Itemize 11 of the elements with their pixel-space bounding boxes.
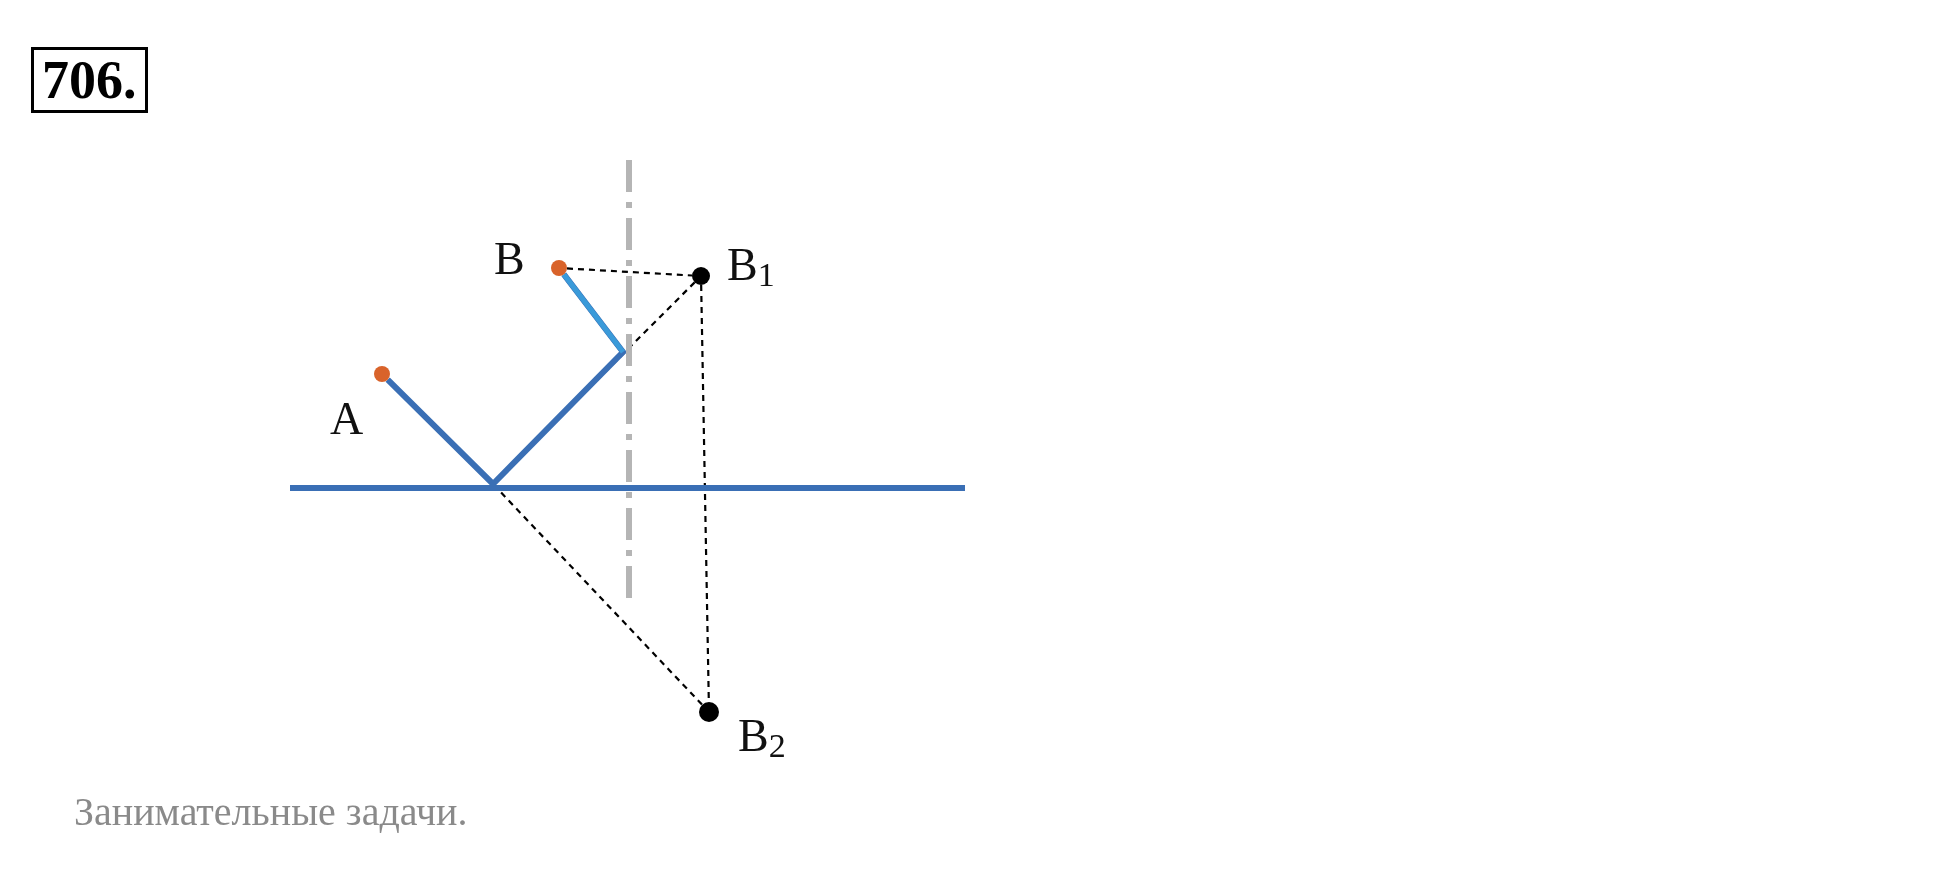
- point-label: A: [330, 396, 364, 442]
- problem-number: 706.: [31, 47, 148, 113]
- point-label: B$_{2}$: [738, 713, 786, 763]
- point-dot: [374, 366, 390, 382]
- point-dot: [692, 267, 710, 285]
- point-dot: [551, 260, 567, 276]
- point-label: B$_{1}$: [727, 242, 775, 292]
- caption: Занимательные задачи.: [74, 788, 468, 835]
- point-label: B: [494, 236, 525, 282]
- construction-line: [566, 267, 693, 277]
- point-dot: [699, 702, 719, 722]
